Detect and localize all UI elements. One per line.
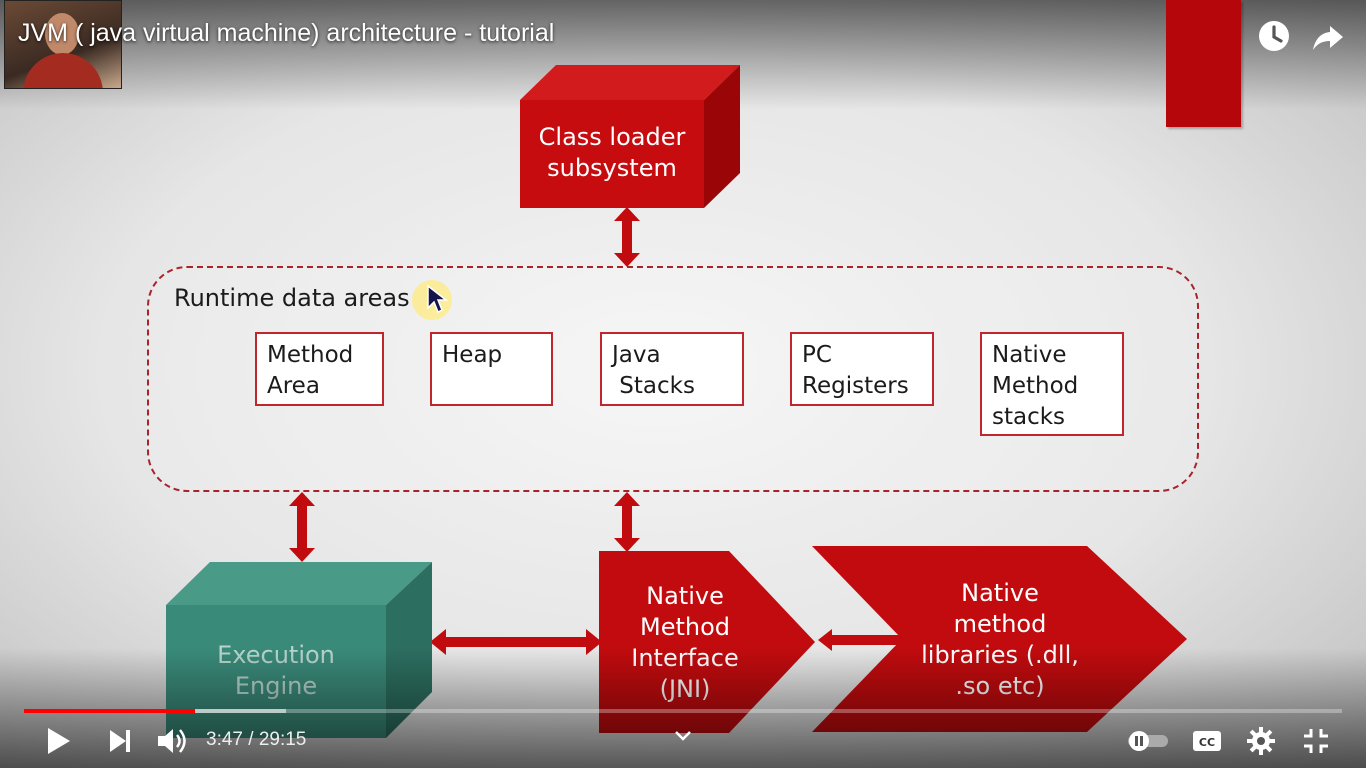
arrow-engine-jni	[430, 629, 602, 655]
arrow-runtime-jni	[614, 492, 640, 552]
video-title[interactable]: JVM ( java virtual machine) architecture…	[18, 19, 555, 47]
channel-avatar[interactable]	[4, 0, 122, 89]
arrow-loader-runtime	[614, 207, 640, 267]
watch-later-icon[interactable]	[1256, 18, 1292, 54]
next-icon[interactable]	[106, 728, 134, 758]
time-display: 3:47 / 29:15	[206, 729, 307, 750]
captions-icon[interactable]: CC	[1192, 728, 1222, 758]
arrow-runtime-engine	[289, 492, 315, 562]
chevron-down-icon[interactable]	[672, 728, 694, 748]
exit-fullscreen-icon[interactable]	[1302, 727, 1330, 759]
java-stacks-box: Java Stacks	[600, 332, 744, 406]
native-libraries-label: Native method libraries (.dll, .so etc)	[921, 579, 1079, 700]
runtime-data-areas-title: Runtime data areas	[174, 284, 410, 312]
progress-played	[24, 709, 195, 713]
jni-label: Native Method Interface (JNI)	[631, 582, 739, 703]
heap-box: Heap	[430, 332, 553, 406]
arrow-jni-libraries	[818, 629, 908, 651]
svg-text:CC: CC	[1199, 736, 1215, 749]
share-icon[interactable]	[1310, 18, 1346, 54]
mouse-cursor-icon	[427, 284, 448, 314]
volume-icon[interactable]	[156, 725, 190, 761]
progress-bar[interactable]	[24, 709, 1342, 713]
autoplay-toggle-icon[interactable]	[1126, 730, 1170, 756]
play-icon[interactable]	[44, 726, 72, 760]
slide-accent-bar	[1166, 0, 1241, 127]
class-loader-block	[520, 65, 740, 208]
execution-engine-label: Execution Engine	[217, 641, 335, 700]
class-loader-label: Class loader subsystem	[538, 123, 686, 182]
settings-icon[interactable]	[1246, 726, 1276, 760]
